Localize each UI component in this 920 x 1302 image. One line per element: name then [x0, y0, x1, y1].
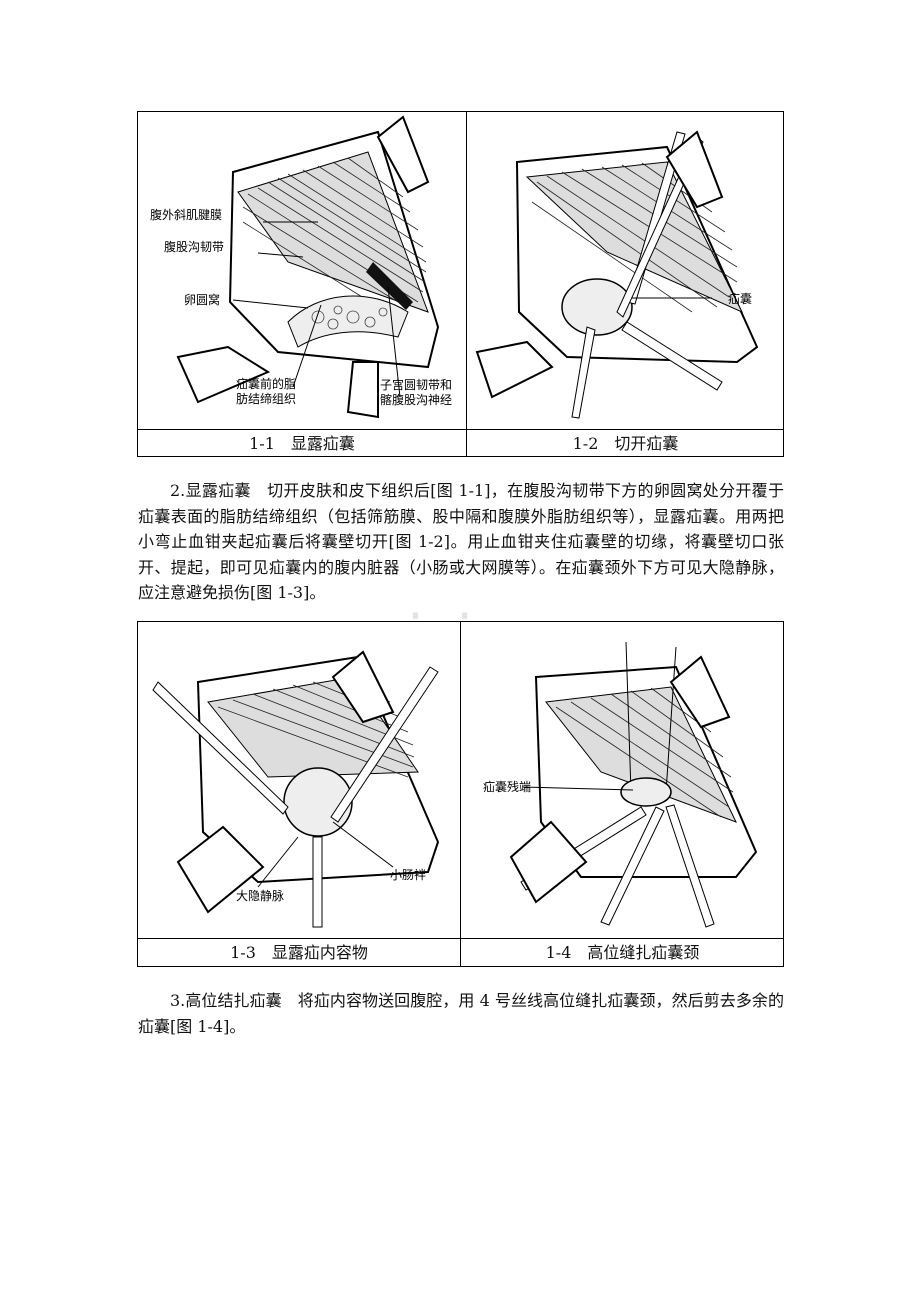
figure-label: 子宫圆韧带和	[380, 378, 453, 392]
figure-label: 疝囊	[728, 292, 753, 306]
figure-caption: 1-2 切开疝囊	[572, 434, 679, 453]
body-paragraph: 2.显露疝囊 切开皮肤和皮下组织后[图 1-1]，在腹股沟韧带下方的卵圆窝处分开…	[138, 481, 784, 602]
figure-table-bottom: 小肠袢 大隐静脉 疝囊残端 1-3 显露疝内容物 1-4 高位缝扎疝囊颈	[137, 621, 784, 967]
figure-table-top: 腹外斜肌腱膜 腹股沟韧带 卵圆窝 疝囊前的脂 肪结缔组织 子宫圆韧带和 髂腹股沟…	[137, 111, 784, 457]
figure-label: 腹股沟韧带	[164, 240, 225, 254]
figure-1-2-illustration	[467, 112, 784, 429]
figure-label: 疝囊残端	[483, 780, 532, 794]
figure-label: 肪结缔组织	[236, 392, 297, 406]
figure-label: 腹外斜肌腱膜	[150, 208, 223, 222]
figure-caption: 1-4 高位缝扎疝囊颈	[545, 943, 700, 962]
figure-1-4-illustration	[461, 622, 784, 938]
body-paragraph: 3.高位结扎疝囊 将疝内容物送回腹腔，用 4 号丝线高位缝扎疝囊颈，然后剪去多余…	[138, 991, 784, 1036]
figure-caption: 1-1 显露疝囊	[249, 434, 355, 453]
table-divider	[138, 429, 783, 430]
table-divider	[138, 938, 783, 939]
figure-caption: 1-3 显露疝内容物	[230, 943, 368, 962]
figure-label: 大隐静脉	[236, 889, 285, 903]
figure-1-3-illustration	[138, 622, 460, 938]
table-divider	[466, 112, 467, 456]
figure-label: 卵圆窝	[184, 293, 221, 307]
figure-1-1-illustration	[138, 112, 466, 429]
table-divider	[460, 622, 461, 966]
figure-label: 髂腹股沟神经	[380, 393, 453, 407]
figure-label: 小肠袢	[390, 868, 427, 882]
figure-label: 疝囊前的脂	[236, 377, 297, 391]
